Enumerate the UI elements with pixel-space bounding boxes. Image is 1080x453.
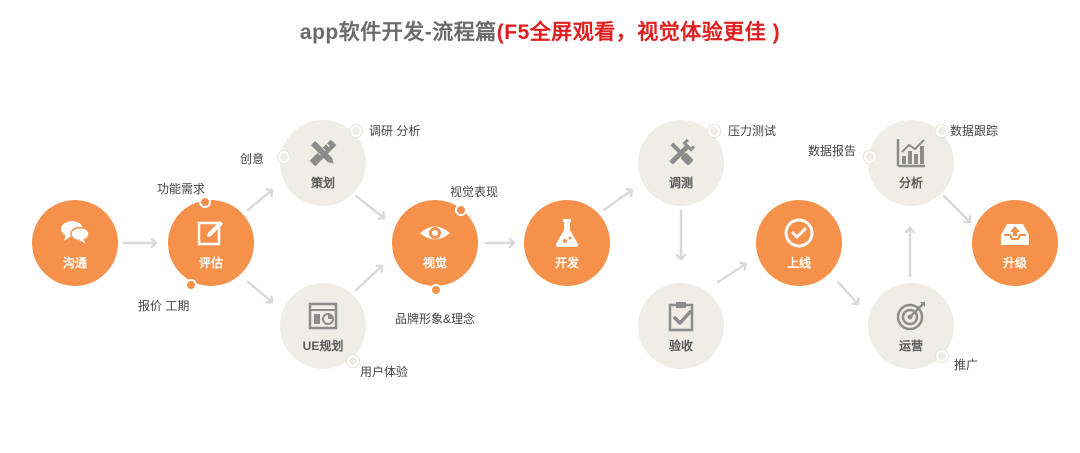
node-label: 升级 [1002, 255, 1027, 270]
inbox-upload-icon [1001, 223, 1029, 245]
annotation-dot [430, 284, 442, 296]
node-label: UE规划 [302, 338, 344, 353]
chat-bubbles-icon [61, 220, 90, 244]
annotation-dot [936, 350, 948, 362]
clipboard-check-icon [668, 301, 694, 331]
annotation-dot [455, 204, 467, 216]
node-kaifa: 开发 [524, 200, 610, 286]
node-label: 策划 [310, 175, 335, 190]
wrench-screwdriver-icon [669, 138, 696, 165]
annotation-shijuebiaoxian: 视觉表现 [450, 185, 499, 199]
annotation-dot [278, 151, 290, 163]
arrow-yanshou-shangxian [716, 264, 748, 284]
annotation-tiaoyan: 调研 分析 [369, 124, 421, 138]
node-uiguihua: UE规划 [280, 283, 366, 369]
check-circle-icon [784, 218, 814, 247]
arrow-uiguihua-shijue [354, 266, 384, 292]
bar-chart-icon [896, 138, 925, 167]
annotation-dot [708, 125, 720, 137]
annotation-shujubaogao: 数据报告 [808, 144, 857, 158]
target-icon [896, 301, 925, 330]
node-pinggu: 评估 [168, 200, 254, 286]
annotation-dot [864, 151, 876, 163]
annotation-dot [350, 125, 362, 137]
node-label: 视觉 [422, 255, 447, 270]
node-label: 上线 [786, 255, 811, 270]
annotation-pinpai: 品牌形象&理念 [395, 312, 476, 326]
eye-icon [420, 226, 450, 239]
title-highlight: (F5全屏观看，视觉体验更佳 ) [496, 21, 781, 44]
annotation-dot [347, 355, 359, 367]
node-label: 运营 [898, 338, 923, 353]
node-label: 开发 [554, 255, 579, 270]
arrow-kaifa-tiaoce [602, 190, 634, 212]
page-title: app软件开发-流程篇(F5全屏观看，视觉体验更佳 ) [0, 16, 1080, 46]
edit-icon [197, 220, 223, 245]
layout-window-icon [308, 302, 338, 329]
node-label: 分析 [898, 175, 923, 190]
node-label: 调测 [668, 175, 693, 190]
pencil-ruler-icon [309, 139, 337, 166]
annotation-chuangyi: 创意 [240, 152, 265, 166]
node-label: 验收 [668, 338, 693, 353]
annotation-yonghu: 用户体验 [360, 365, 409, 379]
annotation-dot [185, 279, 197, 291]
node-label: 评估 [198, 255, 223, 270]
annotation-shujugenzong: 数据跟踪 [950, 124, 999, 138]
node-goutong: 沟通 [32, 200, 118, 286]
annotation-gongneng: 功能需求 [157, 182, 206, 196]
node-shangxian: 上线 [756, 200, 842, 286]
title-main: app软件开发-流程篇 [299, 21, 497, 44]
node-label: 沟通 [62, 255, 87, 270]
node-yanshou: 验收 [638, 283, 724, 369]
arrow-fenxi-shengji [942, 194, 972, 224]
node-shengji: 升级 [972, 200, 1058, 286]
flask-icon [555, 218, 579, 247]
arrow-pinggu-uiguihua [246, 280, 274, 302]
arrow-cehua-shijue [354, 194, 386, 218]
arrow-shangxian-yunying [836, 280, 858, 306]
arrow-pinggu-cehua [246, 190, 274, 212]
annotation-dot [199, 196, 211, 208]
annotation-tuiguang: 推广 [954, 358, 979, 372]
annotation-dot [936, 125, 948, 137]
annotation-baojia: 报价 工期 [138, 299, 190, 313]
annotation-yali: 压力测试 [728, 124, 777, 138]
